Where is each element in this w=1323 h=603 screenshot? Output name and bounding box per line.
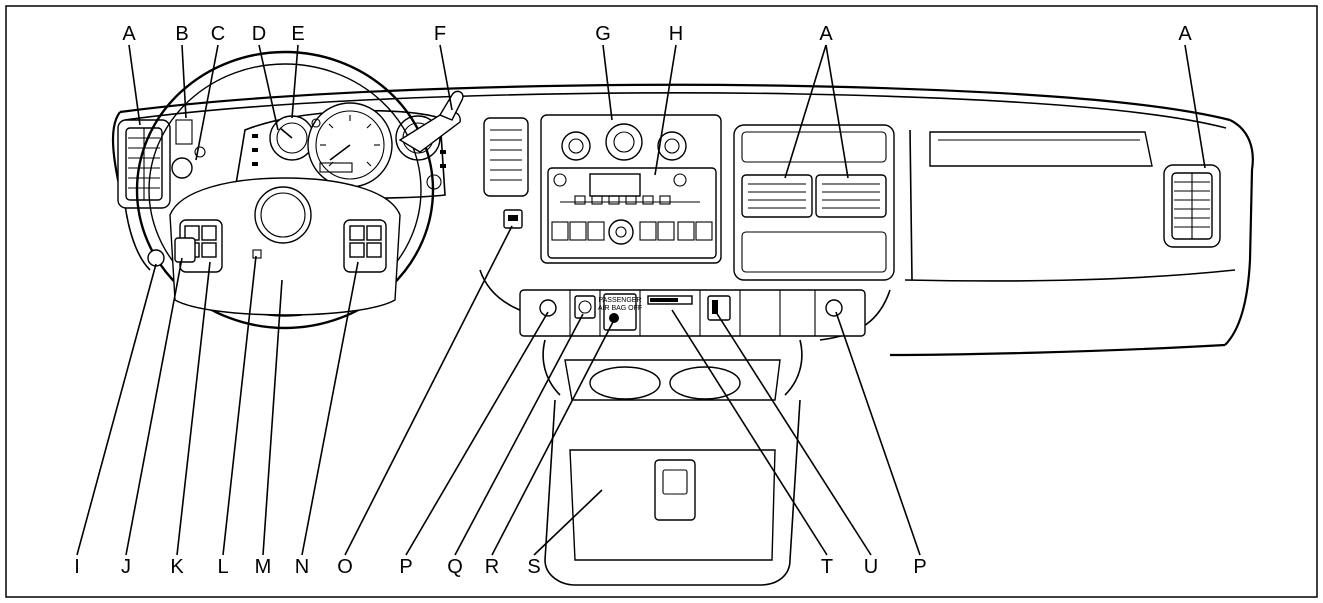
callout-labels-bottom: I J K L M N O P Q R S T U P — [74, 556, 926, 578]
callout-s: S — [527, 556, 540, 578]
callout-i: I — [74, 556, 80, 578]
right-vent — [1163, 164, 1221, 248]
callout-u: U — [864, 556, 878, 578]
callout-a-center-vents: A — [819, 23, 833, 45]
callout-f: F — [434, 23, 446, 45]
steering-wheel — [135, 50, 435, 330]
callout-t: T — [821, 556, 833, 578]
center-left-vent — [483, 117, 529, 229]
callout-d: D — [252, 23, 266, 45]
callout-m: M — [255, 556, 272, 578]
callout-o: O — [337, 556, 353, 578]
callout-p-right: P — [913, 556, 926, 578]
callout-r: R — [485, 556, 499, 578]
callout-g: G — [595, 23, 611, 45]
center-right-vent-panel — [733, 124, 895, 281]
callout-l: L — [217, 556, 228, 578]
lower-switch-bank: PASSENGER AIR BAG OFF — [519, 289, 866, 337]
callout-k: K — [170, 556, 184, 578]
passenger-airbag-text: PASSENGER — [598, 297, 641, 304]
leader-lines-bottom — [76, 225, 921, 556]
callout-p-left: P — [399, 556, 412, 578]
center-console — [542, 339, 803, 586]
instrument-cluster — [234, 102, 446, 200]
callout-b: B — [175, 23, 188, 45]
glovebox-slot — [929, 131, 1153, 167]
left-vent — [117, 119, 171, 209]
figure-frame — [5, 5, 1318, 598]
callout-e: E — [291, 23, 304, 45]
callout-h: H — [669, 23, 683, 45]
callout-n: N — [295, 556, 309, 578]
callout-a-left-vent: A — [122, 23, 136, 45]
callout-labels-top: A B C D E F G H A A — [122, 23, 1192, 45]
callout-q: Q — [447, 556, 463, 578]
callout-a-right-vent: A — [1178, 23, 1192, 45]
callout-c: C — [211, 23, 225, 45]
center-stack — [540, 114, 722, 264]
passenger-airbag-off-text: AIR BAG OFF — [598, 305, 642, 312]
leader-lines-top — [128, 44, 1206, 179]
callout-j: J — [121, 556, 131, 578]
